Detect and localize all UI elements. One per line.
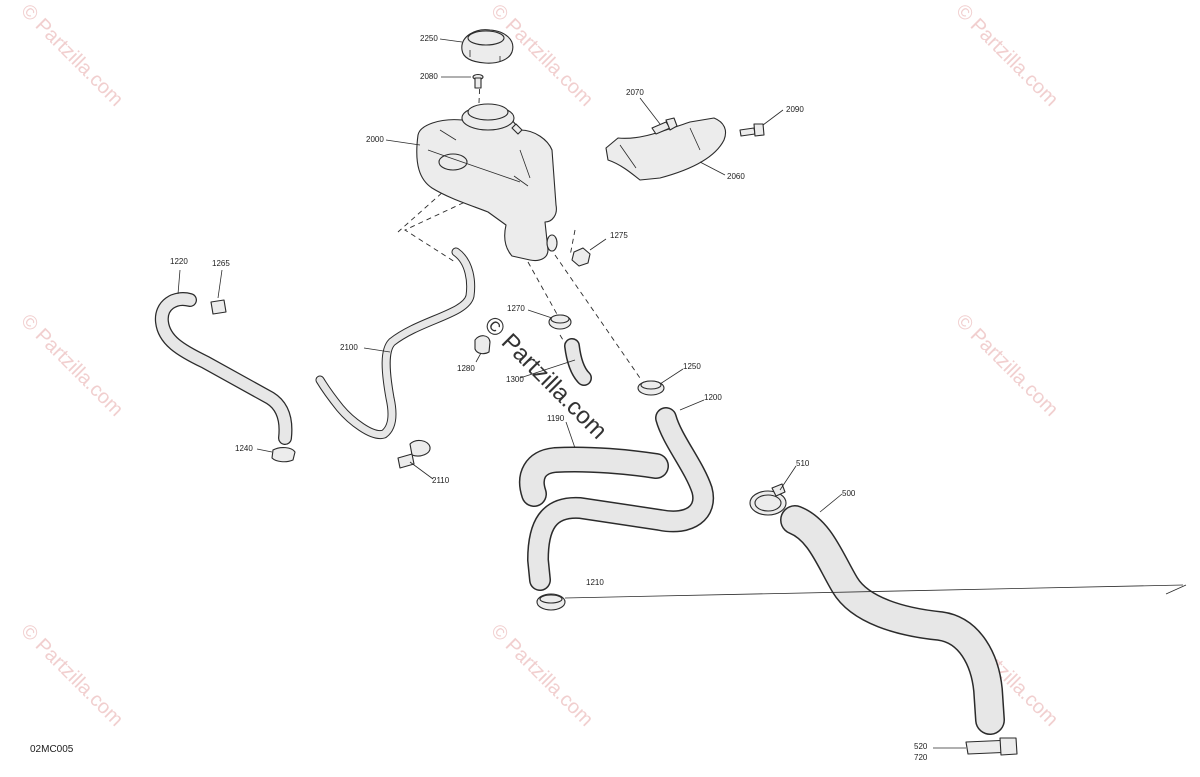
callout-leader-lines: [177, 38, 1187, 749]
part-1220-hose[interactable]: [154, 292, 293, 445]
part-1240-clamp[interactable]: [271, 447, 296, 463]
part-520-720-clamp[interactable]: [965, 737, 1018, 756]
callout-2250[interactable]: 2250: [420, 34, 438, 43]
part-2250-cap[interactable]: [461, 29, 514, 64]
callout-510[interactable]: 510: [796, 459, 810, 468]
callout-1300[interactable]: 1300: [506, 375, 524, 384]
callout-1265[interactable]: 1265: [212, 259, 230, 268]
callout-1270[interactable]: 1270: [507, 304, 525, 313]
watermark-center: © Partzilla.com: [479, 311, 612, 444]
part-1265-clamp[interactable]: [210, 299, 227, 315]
callout-1280[interactable]: 1280: [457, 364, 475, 373]
watermark-middle-left: © Partzilla.com: [16, 310, 127, 421]
watermark-top-left: © Partzilla.com: [16, 0, 127, 111]
part-1270-clamp[interactable]: [548, 314, 572, 330]
part-1190-hose[interactable]: [518, 446, 669, 507]
callout-500[interactable]: 500: [842, 489, 856, 498]
callout-2060[interactable]: 2060: [727, 172, 745, 181]
part-1280-clamp[interactable]: [474, 335, 491, 355]
callout-2090[interactable]: 2090: [786, 105, 804, 114]
part-500-hose[interactable]: [780, 505, 1005, 735]
callout-2080[interactable]: 2080: [420, 72, 438, 81]
callout-1200[interactable]: 1200: [704, 393, 722, 402]
watermark-top-right: © Partzilla.com: [951, 0, 1062, 111]
callout-1250[interactable]: 1250: [683, 362, 701, 371]
callout-720[interactable]: 720: [914, 753, 928, 762]
callout-labels: 2250 2080 2000 2070 2090 2060 1275 1220 …: [30, 34, 928, 762]
part-510-clamp[interactable]: [749, 483, 787, 516]
part-1300-hose[interactable]: [564, 338, 592, 386]
callout-520[interactable]: 520: [914, 742, 928, 751]
callout-2000[interactable]: 2000: [366, 135, 384, 144]
watermark-bottom-left: © Partzilla.com: [16, 620, 127, 731]
callout-1275[interactable]: 1275: [610, 231, 628, 240]
part-2070-bolt[interactable]: [651, 117, 678, 135]
part-2000-reservoir-tank[interactable]: [416, 103, 558, 262]
part-1210-clamp[interactable]: [536, 593, 566, 611]
watermark-bottom-center: © Partzilla.com: [486, 620, 597, 731]
callout-1190[interactable]: 1190: [547, 414, 565, 423]
callout-2070[interactable]: 2070: [626, 88, 644, 97]
callout-2100[interactable]: 2100: [340, 343, 358, 352]
part-2090-bolt[interactable]: [739, 123, 765, 137]
callout-1210[interactable]: 1210: [586, 578, 604, 587]
callout-1240[interactable]: 1240: [235, 444, 253, 453]
part-2100-hose[interactable]: [315, 247, 476, 439]
part-1275-nut[interactable]: [571, 247, 591, 267]
callout-2110[interactable]: 2110: [432, 476, 450, 485]
part-2110-clamp[interactable]: [397, 439, 431, 469]
part-2080-screw[interactable]: [472, 73, 484, 89]
part-1250-clamp[interactable]: [637, 380, 665, 396]
watermark-middle-right: © Partzilla.com: [951, 310, 1062, 421]
callout-1220[interactable]: 1220: [170, 257, 188, 266]
part-1200-hose[interactable]: [527, 407, 715, 591]
diagram-code: 02MC005: [30, 744, 74, 755]
